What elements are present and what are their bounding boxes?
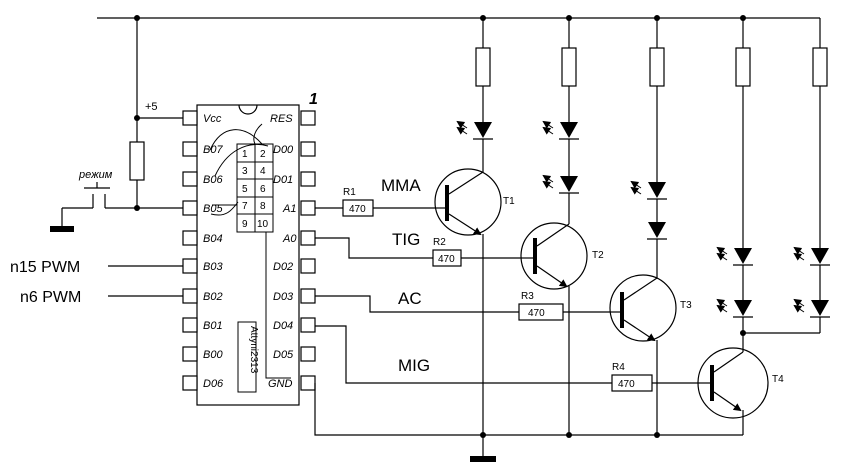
channel-2-led-string — [542, 18, 579, 224]
channel-1-led-string — [456, 18, 493, 172]
mode-label-ac: AC — [398, 289, 422, 308]
pin-res: RES — [270, 113, 293, 125]
svg-text:T2: T2 — [592, 250, 604, 261]
resistor-r3: R3 470 — [518, 291, 564, 321]
header-pin-2: 2 — [260, 149, 266, 160]
input-label-b03: n15 PWM — [10, 259, 80, 276]
pin-b06: B06 — [203, 174, 223, 186]
supply-label: +5 — [145, 101, 158, 113]
svg-text:470: 470 — [618, 379, 635, 390]
transistor-t2: T2 — [520, 222, 604, 435]
pin-b05: B05 — [203, 203, 223, 215]
svg-text:R1: R1 — [343, 187, 356, 198]
svg-text:R2: R2 — [433, 237, 446, 248]
chip-number: 1 — [309, 91, 318, 108]
pin-vcc: Vcc — [203, 113, 222, 125]
chip-header-block: 1 2 3 4 5 6 7 8 9 10 — [236, 143, 274, 233]
chip-right-pins: RES D00 D01 A1 A0 D02 D03 D04 D05 GND — [268, 110, 316, 391]
pin-b07: B07 — [203, 144, 223, 156]
svg-text:470: 470 — [528, 308, 545, 319]
chip-name: Attyni2313 — [248, 326, 259, 374]
pin-b03: B03 — [203, 261, 223, 273]
pin-d06: D06 — [203, 378, 224, 390]
resistor-r2: R2 470 — [432, 237, 462, 267]
mode-label-mig: MIG — [398, 356, 430, 375]
pin-gnd: GND — [268, 378, 293, 390]
transistor-t4: T4 — [697, 347, 784, 435]
button-label: режим — [78, 169, 113, 181]
pin-a0: A0 — [282, 233, 297, 245]
pin-d02: D02 — [273, 261, 293, 273]
resistor-r1: R1 470 — [342, 187, 374, 217]
input-label-b02: n6 PWM — [20, 289, 81, 306]
pullup-resistor — [129, 141, 145, 181]
mode-label-mma: MMA — [381, 176, 421, 195]
svg-text:470: 470 — [438, 254, 455, 265]
chip-left-pins: Vcc B07 B06 B05 B04 B03 B02 B01 B00 D06 — [182, 110, 224, 391]
pin-b01: B01 — [203, 320, 223, 332]
header-pin-3: 3 — [242, 166, 248, 177]
ground-symbol — [470, 456, 496, 462]
channel-3-led-string — [630, 18, 667, 278]
header-pin-4: 4 — [260, 166, 266, 177]
ground-bus — [314, 383, 743, 462]
transistor-t1: T1 — [434, 168, 515, 458]
svg-text:R3: R3 — [521, 291, 534, 302]
svg-text:T3: T3 — [680, 300, 692, 311]
header-pin-5: 5 — [242, 184, 248, 195]
microcontroller-chip: 1 1 2 3 4 5 6 7 8 9 10 Attyni23 — [196, 91, 318, 406]
mode-label-tig: TIG — [392, 230, 420, 249]
pin-d03: D03 — [273, 291, 294, 303]
resistor-r4: R4 470 — [611, 362, 653, 392]
svg-text:R4: R4 — [612, 362, 625, 373]
transistor-t3: T3 — [609, 274, 692, 435]
pin-d01: D01 — [273, 174, 293, 186]
header-pin-6: 6 — [260, 184, 266, 195]
mode-button[interactable]: режим — [50, 169, 183, 232]
pin-d00: D00 — [273, 144, 294, 156]
header-pin-10: 10 — [257, 219, 269, 230]
pin-b02: B02 — [203, 291, 223, 303]
header-pin-7: 7 — [242, 201, 248, 212]
svg-text:T4: T4 — [772, 374, 784, 385]
channel-4-led-strings — [716, 18, 830, 352]
header-pin-8: 8 — [260, 201, 266, 212]
header-pin-1: 1 — [242, 149, 248, 160]
pin-a1: A1 — [282, 203, 296, 215]
pin-d05: D05 — [273, 349, 294, 361]
header-pin-9: 9 — [242, 219, 248, 230]
svg-text:T1: T1 — [503, 196, 515, 207]
svg-text:470: 470 — [349, 204, 366, 215]
supply-rail: +5 — [97, 15, 820, 211]
pin-b04: B04 — [203, 233, 223, 245]
pin-d04: D04 — [273, 320, 293, 332]
pin-b00: B00 — [203, 349, 223, 361]
